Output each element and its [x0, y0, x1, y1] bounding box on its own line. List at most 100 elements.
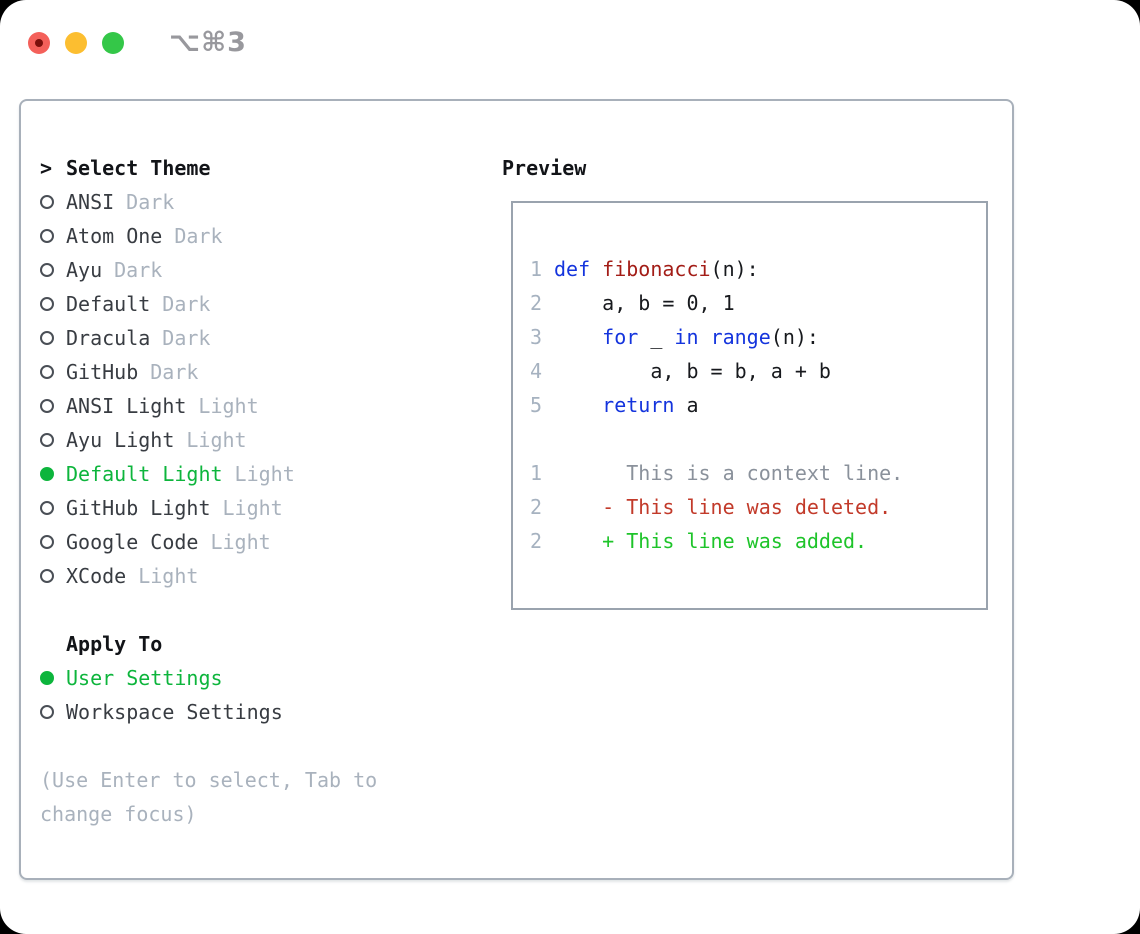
code-segment-code	[554, 393, 602, 417]
theme-option-label: ANSI	[66, 190, 115, 214]
code-line: 4 a, b = b, a + b	[530, 354, 986, 388]
spacer	[40, 593, 377, 627]
theme-option-ayu-light-light[interactable]: Ayu Light Light	[40, 423, 377, 457]
theme-option-ansi-light-light[interactable]: ANSI Light Light	[40, 389, 377, 423]
radio-icon	[40, 195, 66, 209]
prompt-icon: >	[40, 156, 53, 180]
code-line: 3 for _ in range(n):	[530, 320, 986, 354]
theme-option-label: ANSI Light	[66, 394, 187, 418]
line-number: 2	[530, 529, 543, 553]
radio-icon	[40, 331, 66, 345]
code-segment-fn: fibonacci	[602, 257, 711, 281]
theme-option-atom-one-dark[interactable]: Atom One Dark	[40, 219, 377, 253]
radio-icon	[40, 399, 66, 413]
code-segment-kw: range	[710, 325, 771, 349]
code-line	[530, 422, 986, 456]
radio-icon	[40, 297, 66, 311]
theme-option-label: Atom One	[66, 224, 163, 248]
line-number: 3	[530, 325, 543, 349]
theme-variant-label: Dark	[162, 292, 211, 316]
theme-variant-label: Dark	[174, 224, 223, 248]
line-number: 1	[530, 461, 543, 485]
close-button-icon[interactable]	[28, 31, 50, 54]
apply-option-label: Workspace Settings	[66, 700, 283, 724]
apply-to-title: Apply To	[66, 632, 163, 656]
theme-option-github-light-light[interactable]: GitHub Light Light	[40, 491, 377, 525]
code-segment-code: a	[674, 393, 699, 417]
theme-variant-label: Light	[198, 394, 259, 418]
code-segment-code	[699, 325, 711, 349]
apply-option-workspace-settings[interactable]: Workspace Settings	[40, 695, 377, 729]
theme-option-label: Dracula	[66, 326, 151, 350]
code-segment-code: a, b = b, a + b	[554, 359, 831, 383]
apply-to-header: Apply To	[40, 627, 377, 661]
theme-variant-label: Dark	[126, 190, 175, 214]
code-segment-code: a, b = 0, 1	[554, 291, 735, 315]
radio-icon	[40, 263, 66, 277]
theme-option-label: GitHub	[66, 360, 139, 384]
theme-variant-label: Light	[186, 428, 247, 452]
code-segment-del: - This line was deleted.	[602, 495, 892, 519]
code-segment-code	[554, 495, 602, 519]
line-number: 2	[530, 495, 543, 519]
theme-option-label: Ayu Light	[66, 428, 175, 452]
line-number: 5	[530, 393, 543, 417]
code-line: 1 This is a context line.	[530, 456, 986, 490]
spacer	[40, 729, 377, 763]
theme-option-label: GitHub Light	[66, 496, 211, 520]
apply-option-user-settings[interactable]: User Settings	[40, 661, 377, 695]
radio-icon	[40, 501, 66, 515]
radio-icon	[40, 535, 66, 549]
radio-icon	[40, 229, 66, 243]
theme-variant-label: Light	[210, 530, 271, 554]
code-line: 2 a, b = 0, 1	[530, 286, 986, 320]
theme-list-header: > Select Theme	[40, 151, 377, 185]
theme-option-google-code-light[interactable]: Google Code Light	[40, 525, 377, 559]
code-segment-code	[554, 325, 602, 349]
theme-variant-label: Light	[222, 496, 283, 520]
code-line: 5 return a	[530, 388, 986, 422]
theme-list-title: Select Theme	[66, 156, 211, 180]
code-segment-code	[554, 529, 602, 553]
radio-selected-icon	[40, 467, 66, 481]
theme-variant-label: Dark	[114, 258, 163, 282]
apply-option-label: User Settings	[66, 666, 223, 690]
theme-option-label: XCode	[66, 564, 127, 588]
theme-option-default-dark[interactable]: Default Dark	[40, 287, 377, 321]
code-line: 1 def fibonacci(n):	[530, 252, 986, 286]
titlebar: ⌥⌘3	[28, 27, 247, 58]
code-segment-kw: return	[602, 393, 675, 417]
help-line-2: change focus)	[40, 802, 197, 826]
code-line: 2 - This line was deleted.	[530, 490, 986, 524]
minimize-button-icon[interactable]	[65, 31, 87, 54]
code-segment-kw: for	[602, 325, 639, 349]
theme-option-label: Default	[66, 292, 151, 316]
help-line-1: (Use Enter to select, Tab to	[40, 768, 378, 792]
theme-option-ansi-dark[interactable]: ANSI Dark	[40, 185, 377, 219]
code-line: 2 + This line was added.	[530, 524, 986, 558]
theme-option-label: Google Code	[66, 530, 199, 554]
code-segment-kw: def	[554, 257, 591, 281]
theme-option-github-dark[interactable]: GitHub Dark	[40, 355, 377, 389]
code-segment-ctx: This is a context line.	[554, 461, 904, 485]
radio-icon	[40, 433, 66, 447]
code-segment-code	[590, 257, 602, 281]
code-segment-code: (n):	[710, 257, 759, 281]
theme-variant-label: Light	[234, 462, 295, 486]
zoom-button-icon[interactable]	[102, 31, 124, 54]
theme-variant-label: Dark	[150, 360, 199, 384]
code-segment-code: _	[638, 325, 675, 349]
line-number: 1	[530, 257, 543, 281]
radio-selected-icon	[40, 671, 66, 685]
code-segment-kw: in	[674, 325, 699, 349]
